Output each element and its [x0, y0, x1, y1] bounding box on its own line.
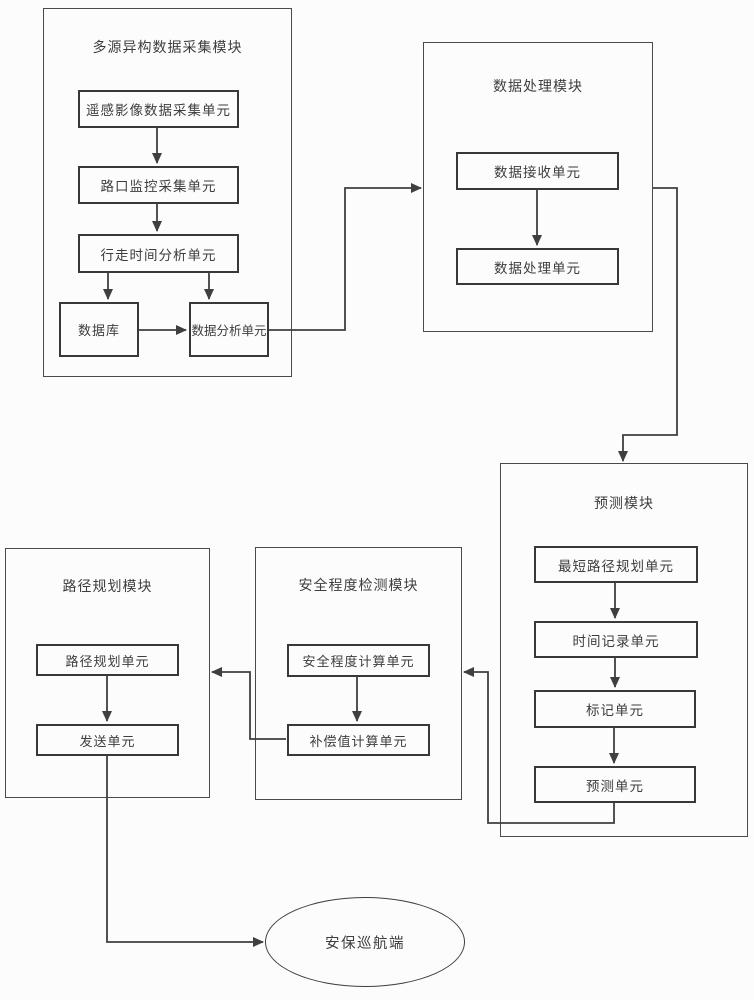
unit-compensation-value-calc: 补偿值计算单元	[287, 724, 430, 756]
module-data-collection: 多源异构数据采集模块 遥感影像数据采集单元 路口监控采集单元 行走时间分析单元 …	[43, 8, 292, 377]
unit-time-record: 时间记录单元	[534, 621, 698, 658]
unit-route-planning: 路径规划单元	[36, 644, 179, 676]
terminal-security-patrol: 安保巡航端	[265, 897, 465, 987]
unit-send: 发送单元	[36, 724, 179, 756]
unit-predict: 预测单元	[534, 766, 696, 803]
unit-walk-time-analysis: 行走时间分析单元	[78, 234, 239, 273]
module-data-processing: 数据处理模块 数据接收单元 数据处理单元	[423, 42, 653, 332]
unit-safety-degree-calc: 安全程度计算单元	[287, 644, 430, 677]
module-prediction: 预测模块 最短路径规划单元 时间记录单元 标记单元 预测单元	[500, 463, 748, 837]
unit-database: 数据库	[59, 302, 139, 357]
unit-intersection-monitor-collection: 路口监控采集单元	[78, 166, 239, 204]
unit-data-analysis: 数据分析单元	[189, 302, 269, 357]
unit-data-process: 数据处理单元	[456, 248, 619, 285]
unit-remote-sensing-collection: 遥感影像数据采集单元	[78, 90, 239, 128]
module-safety-detection-title: 安全程度检测模块	[298, 577, 419, 593]
unit-shortest-path-planning: 最短路径规划单元	[534, 546, 698, 583]
unit-mark: 标记单元	[534, 690, 696, 728]
module-route-planning: 路径规划模块 路径规划单元 发送单元	[5, 548, 210, 798]
unit-data-receive: 数据接收单元	[456, 152, 619, 190]
module-route-planning-title: 路径规划模块	[62, 578, 153, 594]
module-prediction-title: 预测模块	[594, 495, 654, 511]
module-data-processing-title: 数据处理模块	[493, 78, 583, 94]
module-data-collection-title: 多源异构数据采集模块	[92, 39, 243, 55]
module-safety-detection: 安全程度检测模块 安全程度计算单元 补偿值计算单元	[255, 547, 462, 800]
